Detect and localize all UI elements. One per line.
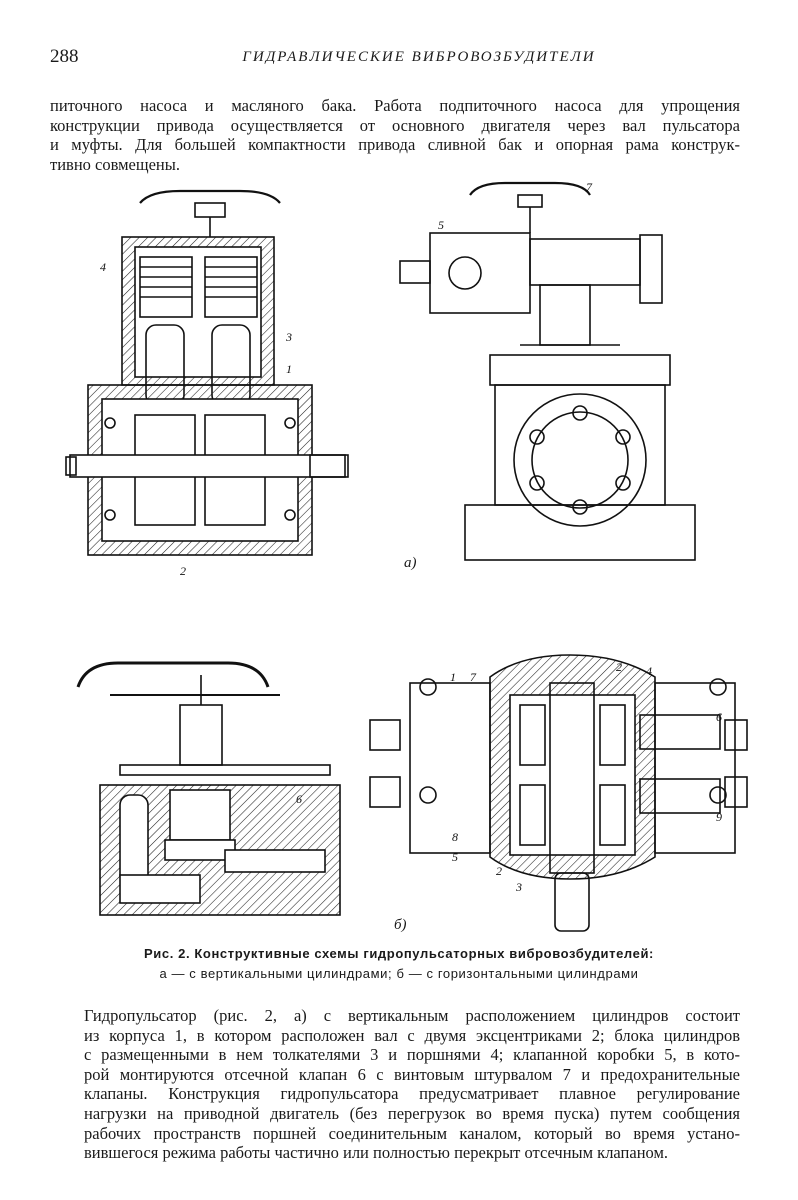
text-line: рабочих пространств поршней соединительн… [84,1123,740,1143]
callout-9-b: 9 [716,810,722,824]
text-line: клапаны. Конструкция гидропульсатора пре… [84,1084,740,1104]
text-line: конструкции привода осуществляется от ос… [50,115,740,135]
figure-label-b: б) [394,917,407,933]
callout-6-b-valve: 6 [296,792,302,806]
text-line: вившегося режима работы частично или пол… [84,1143,669,1163]
callout-6-b: 6 [716,710,722,724]
text-line: рой монтируются отсечной клапан 6 с винт… [84,1064,740,1084]
callout-1-b: 1 [450,670,456,684]
page-number: 288 [50,46,79,67]
callout-7-b: 7 [470,670,477,684]
callout-2-b-top: 2 [616,660,622,674]
intro-paragraph: питочного насоса и масляного бака. Работ… [50,96,740,174]
text-line: тивно совмещены. [50,154,180,174]
caption-title: Рис. 2. Конструктивные схемы гидропульса… [144,946,654,961]
caption-legend: а — с вертикальными цилиндрами; б — с го… [159,966,639,981]
callout-labels: 4 3 1 2 5 7 6 1 7 2 4 6 9 8 5 2 3 [100,180,722,894]
drawing-a-section [65,189,349,556]
running-title: ГИДРАВЛИЧЕСКИЕ ВИБРОВОЗБУДИТЕЛИ [242,49,596,65]
callout-4-b: 4 [646,664,652,678]
drawing-a-end-view [399,181,696,561]
callout-3-b: 3 [515,880,522,894]
callout-2-a: 2 [180,564,186,578]
callout-8-b: 8 [452,830,458,844]
text-line: Гидропульсатор (рис. 2, а) с вертикальны… [84,1006,740,1025]
drawing-b-valve-section [76,661,341,916]
callout-5-b: 5 [452,850,458,864]
text-line: и муфты. Для большей компактности привод… [50,135,740,155]
callout-4-a: 4 [100,260,106,274]
callout-1-a: 1 [286,362,292,376]
text-line: нагрузки на приводной двигатель (без пер… [84,1103,740,1123]
callout-2-b-bottom: 2 [496,864,502,878]
text-line: питочного насоса и масляного бака. Работ… [50,96,740,115]
figure-label-a: а) [404,555,417,571]
callout-5-a: 5 [438,218,444,232]
body-paragraph: Гидропульсатор (рис. 2, а) с вертикальны… [50,1006,740,1163]
text-line: с размещенными в нем толкателями 3 и пор… [84,1045,740,1065]
figure-caption: Рис. 2. Конструктивные схемы гидропульса… [0,944,798,984]
technical-figure: 4 3 1 2 5 7 6 1 7 2 4 6 9 8 5 2 3 а) б) [40,175,760,937]
text-line: из корпуса 1, в котором расположен вал с… [84,1025,740,1045]
drawing-b-plan-view [369,654,748,932]
callout-7-a: 7 [586,180,593,194]
callout-3-a: 3 [285,330,292,344]
